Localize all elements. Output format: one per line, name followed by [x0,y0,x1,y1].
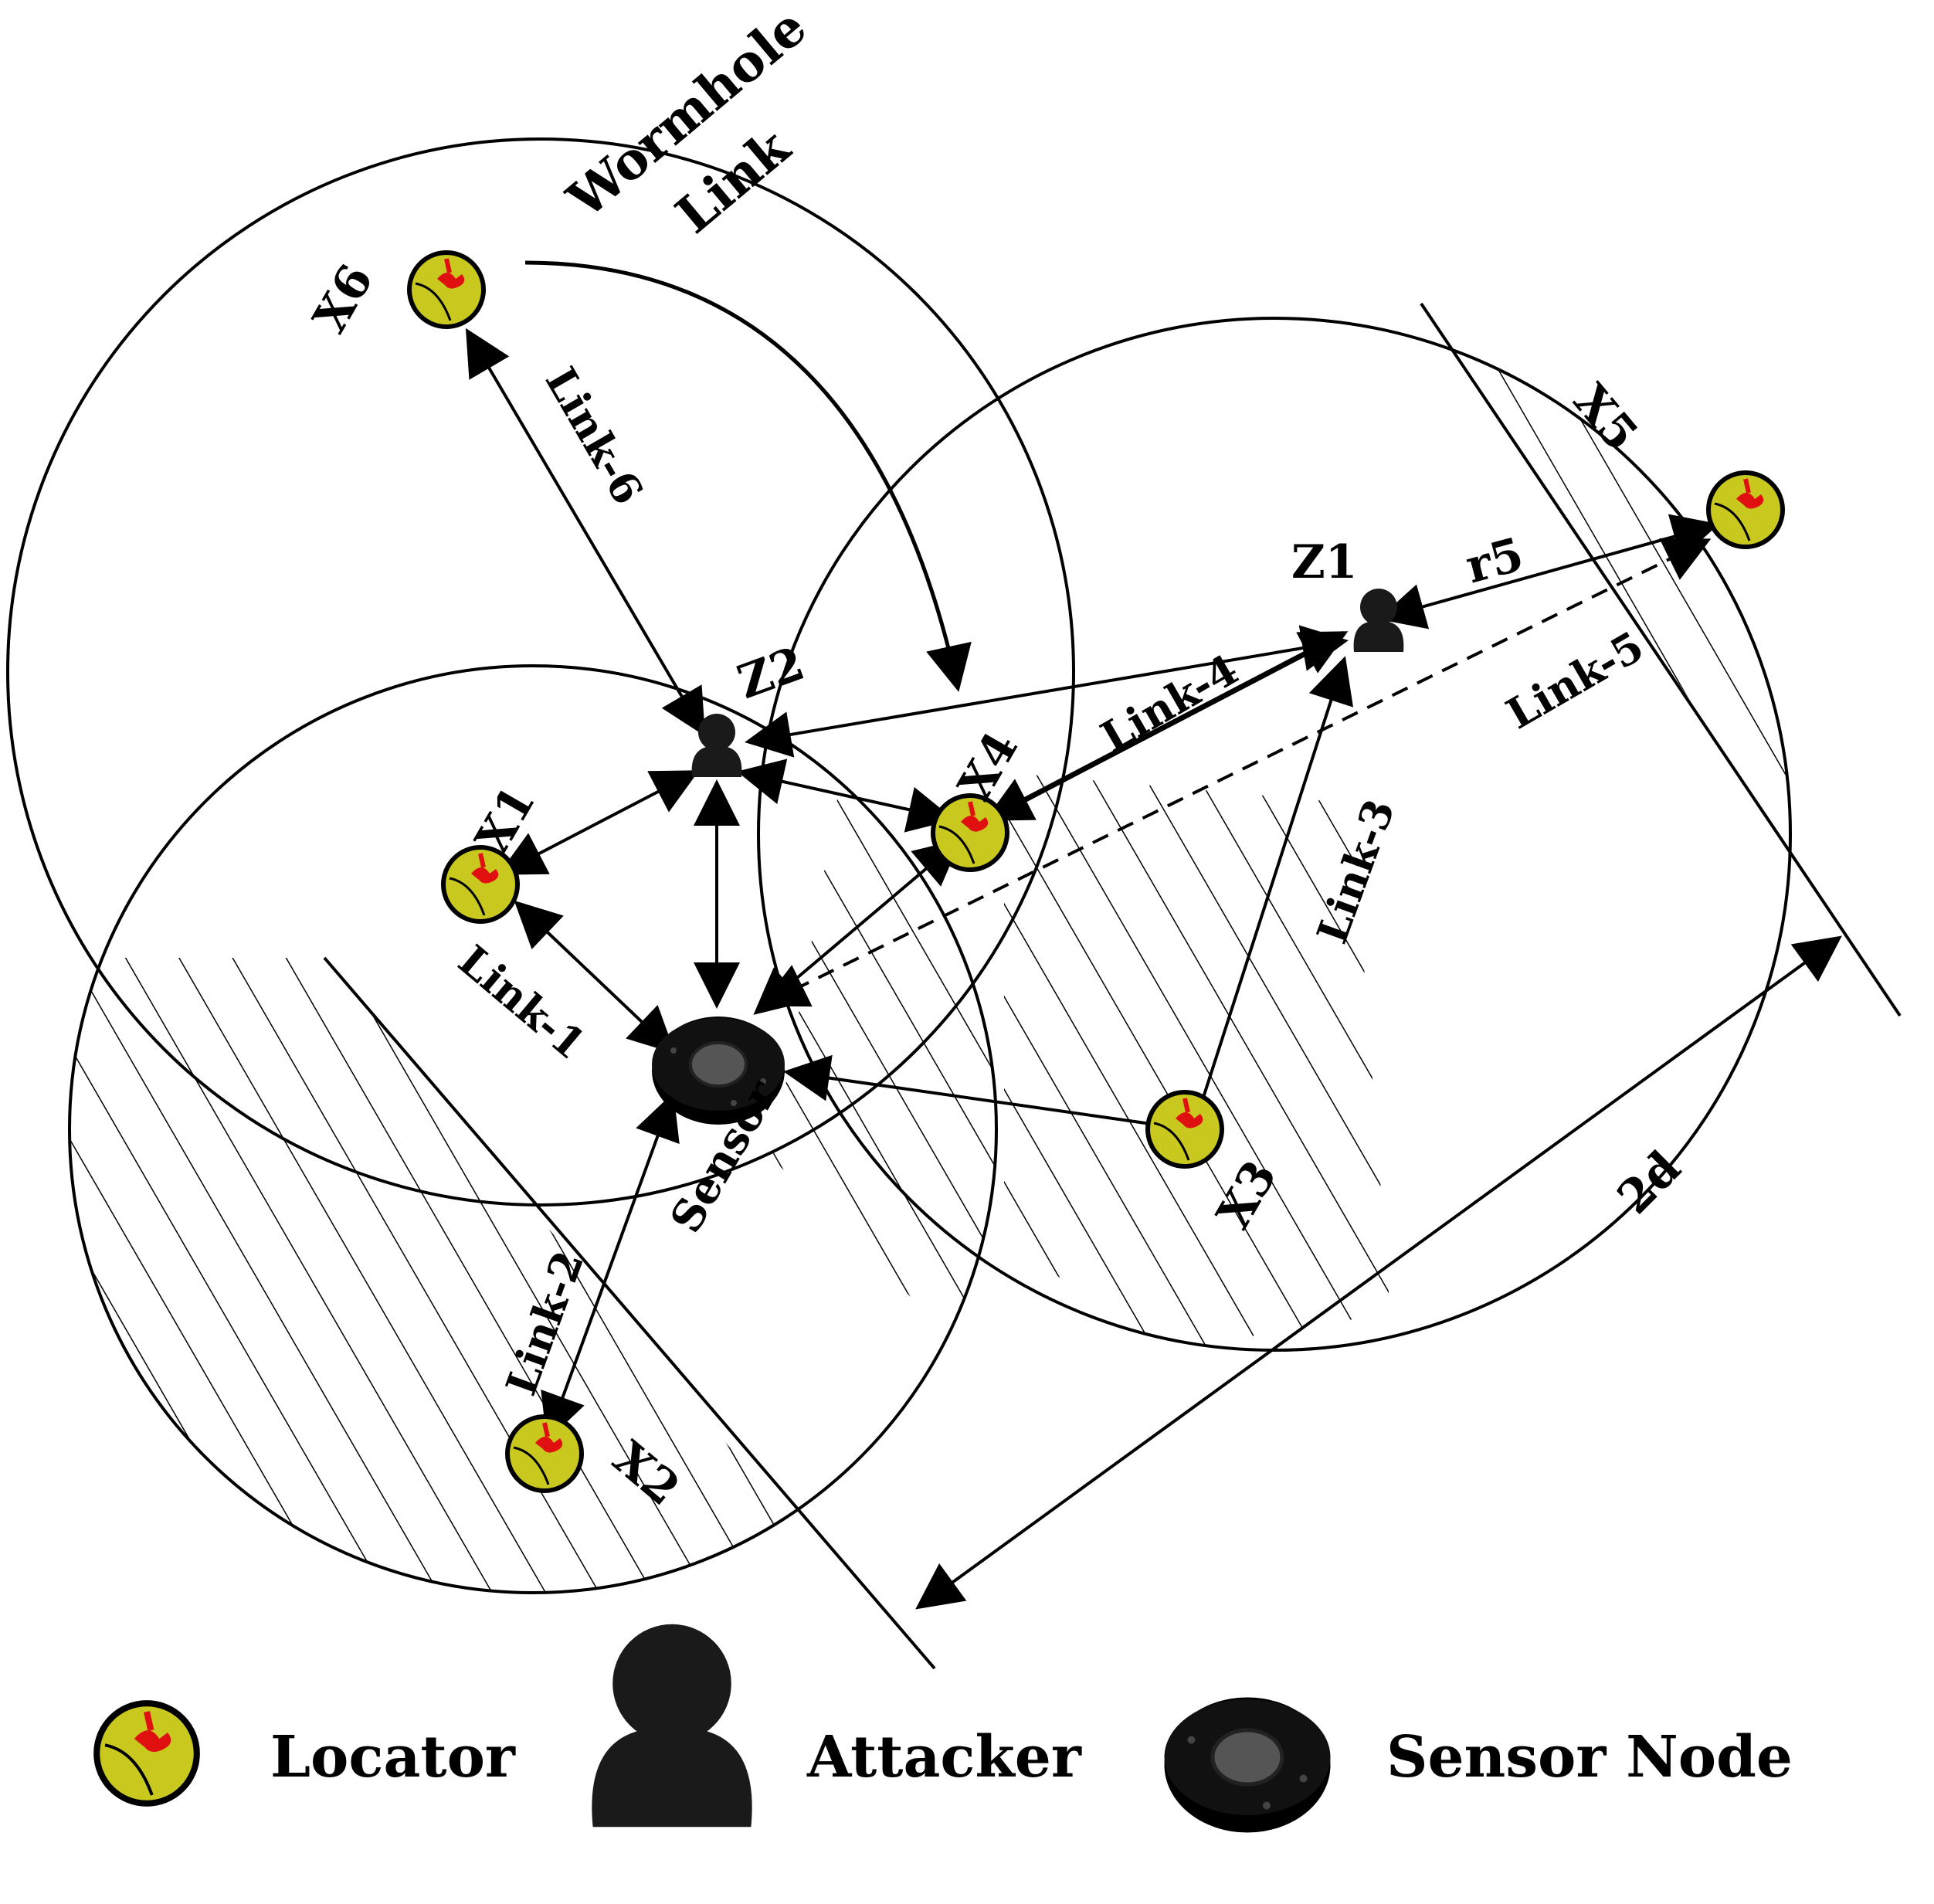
label-link-6: Link-6 [536,359,653,513]
link-1 [514,900,676,1054]
link-5 [760,538,1712,1007]
legend-locator-label: Locator [270,1724,516,1790]
legend-sensor-node-label: Sensor Node [1386,1724,1793,1790]
link-6 [465,328,706,737]
boundary-line-2 [1420,302,1902,1017]
label-link-5: Link-5 [1498,621,1652,738]
label-x6: X6 [303,256,384,341]
link-2 [541,1092,680,1441]
locator-x5 [1708,473,1783,547]
legend: Locator Attacker Sensor Node [97,1624,1793,1833]
locator-x2 [507,1417,582,1491]
link-z2-z1 [745,625,1349,758]
legend-attacker-label: Attacker [806,1724,1082,1790]
locator-x3 [1148,1092,1222,1166]
link-z2-x1 [497,770,700,875]
legend-sensor-node-icon [1165,1698,1331,1833]
label-z2: Z2 [731,636,811,710]
label-z1: Z1 [1291,535,1358,589]
attacker-z1 [1353,589,1404,652]
locator-x6 [409,253,484,327]
links [465,328,1842,1610]
legend-locator-icon [97,1703,197,1804]
legend-attacker-icon [592,1624,752,1828]
distance-2d-arrow [915,935,1842,1610]
label-link-4: Link-4 [1093,644,1247,762]
label-r5: r5 [1461,528,1529,595]
